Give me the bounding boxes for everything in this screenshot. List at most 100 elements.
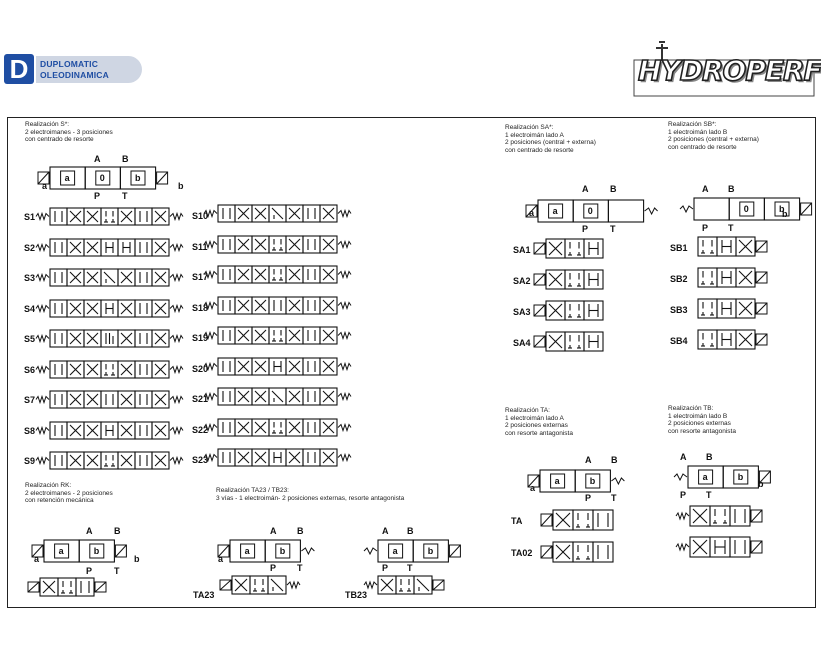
- valve-s1-icon: [35, 207, 184, 226]
- port-T: T: [706, 490, 712, 500]
- valve-sb3-icon: [697, 298, 768, 319]
- valve-tb02-icon: [675, 536, 763, 558]
- port-P: P: [270, 563, 277, 573]
- valve-sa4-icon: [533, 331, 604, 352]
- ta-header-symbol: [527, 469, 625, 493]
- diagram-frame: [7, 117, 816, 608]
- box-letter: 0: [587, 206, 593, 216]
- port-T: T: [611, 493, 617, 503]
- row-label-sa2: SA2: [513, 276, 531, 286]
- port-T: T: [122, 191, 128, 201]
- row-label-s5: S5: [24, 334, 36, 344]
- valve-sa2-icon: [533, 269, 604, 290]
- row-label-s21: S21: [192, 394, 209, 404]
- port-A: A: [680, 452, 687, 462]
- s-header-symbol: [37, 166, 169, 190]
- port-A: A: [382, 526, 389, 536]
- row-label-s17: S17: [192, 272, 209, 282]
- valve-s5-icon: [35, 329, 184, 348]
- row-label-s9: S9: [24, 456, 36, 466]
- box-letter: a: [552, 206, 558, 216]
- row-label-s19: S19: [192, 333, 209, 343]
- valve-s18-icon: [203, 295, 352, 315]
- valve-s4-icon: [35, 298, 184, 318]
- box-letter: a: [244, 546, 250, 556]
- port-B: B: [728, 184, 735, 194]
- port-a: a: [42, 181, 48, 191]
- box-letter: b: [93, 546, 100, 556]
- valve-s8-icon: [35, 420, 184, 440]
- row-label-sb3: SB3: [670, 305, 688, 315]
- note-rk: Realización RK: 2 electroimanes - 2 posi…: [25, 482, 113, 505]
- row-label-tb23: TB23: [345, 590, 368, 600]
- port-P: P: [585, 493, 592, 503]
- box-letter: b: [279, 546, 286, 556]
- port-A: A: [94, 154, 101, 164]
- port-P: P: [582, 224, 589, 234]
- row-label-s20: S20: [192, 363, 209, 374]
- row-label-s22: S22: [192, 424, 209, 435]
- port-B: B: [297, 526, 304, 536]
- port-b: b: [134, 554, 140, 564]
- valve-s23-icon: [203, 448, 352, 467]
- box-letter: b: [589, 476, 596, 486]
- row-label-sa3: SA3: [513, 307, 531, 317]
- rk-header-symbol: [31, 539, 127, 563]
- note-tb: Realización TB: 1 electroimán lado B 2 p…: [668, 405, 736, 435]
- note-sa: Realización SA*: 1 electroimán lado A 2 …: [505, 124, 596, 154]
- note-s: Realización S*: 2 electroimanes - 3 posi…: [25, 121, 113, 144]
- valve-sb2-icon: [697, 267, 768, 288]
- valve-tb23-icon: [363, 575, 445, 595]
- box-letter: b: [427, 546, 434, 556]
- valve-ta23-icon: [219, 575, 301, 595]
- port-B: B: [122, 154, 129, 164]
- port-A: A: [270, 526, 277, 536]
- port-P: P: [94, 191, 101, 201]
- valve-ta-icon: [540, 509, 614, 531]
- row-label-s4: S4: [24, 303, 36, 314]
- valve-sa3-icon: [533, 300, 604, 321]
- port-T: T: [297, 563, 303, 573]
- row-label-s18: S18: [192, 302, 209, 313]
- valve-s3-icon: [35, 268, 184, 287]
- row-label-sb4: SB4: [670, 336, 688, 346]
- tb-header-symbol: [673, 465, 771, 489]
- valve-ta02-icon: [540, 541, 614, 563]
- box-letter: a: [392, 546, 398, 556]
- box-letter: a: [64, 173, 70, 183]
- valve-sb4-icon: [697, 329, 768, 350]
- port-a: a: [529, 208, 535, 218]
- row-label-s3: S3: [24, 273, 36, 283]
- tb23-header-symbol: [363, 539, 461, 563]
- valve-s11-icon: [203, 234, 352, 254]
- box-letter: b: [737, 472, 744, 482]
- port-A: A: [702, 184, 709, 194]
- duplomatic-d-icon: D: [4, 54, 34, 84]
- valve-sa1-icon: [533, 238, 604, 259]
- port-P: P: [86, 566, 93, 576]
- valve-s20-icon: [203, 356, 352, 376]
- row-label-sb1: SB1: [670, 243, 688, 253]
- row-label-s1: S1: [24, 212, 36, 222]
- valve-s17-icon: [203, 265, 352, 284]
- row-label-sa1: SA1: [513, 245, 531, 255]
- row-label-s8: S8: [24, 425, 36, 436]
- hydroperf-logo: HYDROPERF: [632, 40, 821, 100]
- box-letter: a: [554, 476, 560, 486]
- valve-s6-icon: [35, 359, 184, 379]
- valve-s19-icon: [203, 326, 352, 345]
- row-label-s10: S10: [192, 211, 209, 221]
- port-b: b: [782, 209, 788, 219]
- port-P: P: [680, 490, 687, 500]
- row-label-s7: S7: [24, 395, 36, 405]
- box-letter: b: [779, 204, 785, 214]
- port-B: B: [611, 455, 618, 465]
- port-a: a: [218, 554, 224, 564]
- valve-s10-icon: [203, 204, 352, 223]
- box-letter: 0: [743, 204, 749, 214]
- row-label-sb2: SB2: [670, 274, 688, 284]
- port-T: T: [407, 563, 413, 573]
- port-A: A: [86, 526, 93, 536]
- row-label-s6: S6: [24, 364, 36, 375]
- valve-s9-icon: [35, 451, 184, 470]
